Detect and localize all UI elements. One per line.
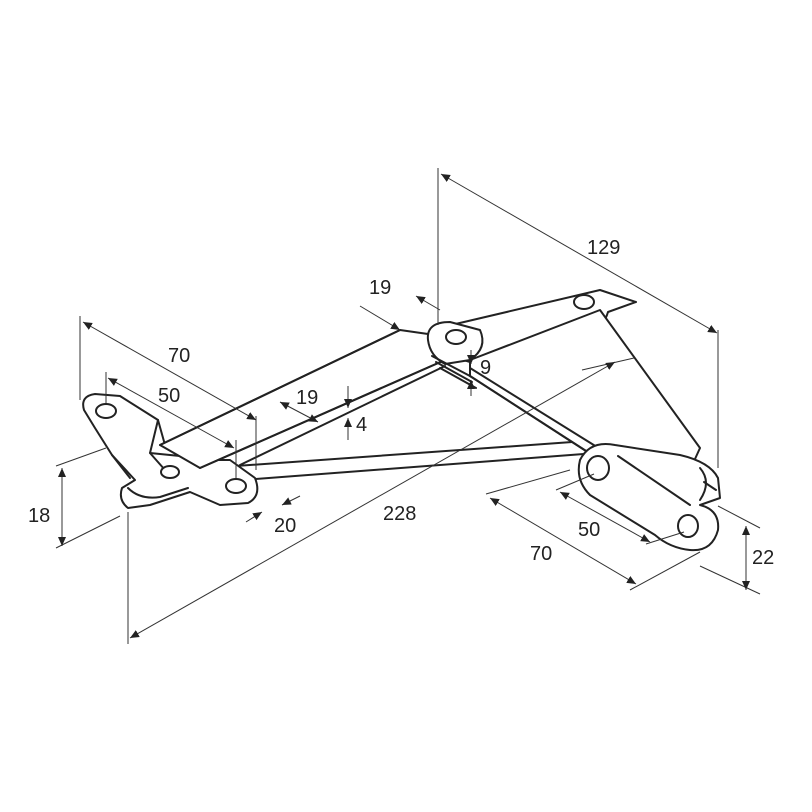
dim-label-right-hole-spacing: 50 bbox=[578, 519, 600, 541]
dim-label-left-hole-spacing: 50 bbox=[158, 385, 180, 407]
dim-label-left-plate-length: 70 bbox=[168, 345, 190, 367]
dim-left-height: 18 bbox=[28, 447, 121, 549]
dim-right-height: 22 bbox=[699, 505, 774, 595]
dim-label-right-height: 22 bbox=[752, 547, 774, 569]
dim-label-overall-length: 228 bbox=[383, 503, 416, 525]
dim-label-left-height: 18 bbox=[28, 505, 50, 527]
dim-label-projection: 129 bbox=[587, 237, 620, 259]
dim-right-plate-length: 70 bbox=[485, 469, 701, 591]
dim-label-pivot-thickness: 9 bbox=[480, 357, 491, 379]
dimension-lines: 129 19 9 70 50 bbox=[28, 168, 774, 644]
pivot-hole bbox=[445, 329, 467, 345]
left-plate-hole-front bbox=[225, 478, 247, 494]
top-arm-hole bbox=[573, 294, 595, 310]
dim-label-arm-width: 19 bbox=[296, 387, 318, 409]
dim-label-pivot-width: 19 bbox=[369, 277, 391, 299]
left-plate-hole-rear bbox=[95, 403, 117, 419]
right-bracket-hole-front bbox=[677, 514, 699, 538]
left-plate-hole-lower bbox=[160, 465, 180, 479]
dim-overall-length: 228 bbox=[127, 357, 635, 644]
dim-pivot-width: 19 bbox=[359, 277, 441, 331]
right-bracket-hole-rear bbox=[586, 455, 610, 481]
dim-right-hole-spacing: 50 bbox=[555, 473, 685, 545]
dim-projection: 129 bbox=[437, 168, 719, 468]
dim-left-width: 20 bbox=[245, 495, 301, 537]
dim-label-right-plate-length: 70 bbox=[530, 543, 552, 565]
dim-label-arm-thickness: 4 bbox=[356, 414, 367, 436]
dim-label-left-width: 20 bbox=[274, 515, 296, 537]
